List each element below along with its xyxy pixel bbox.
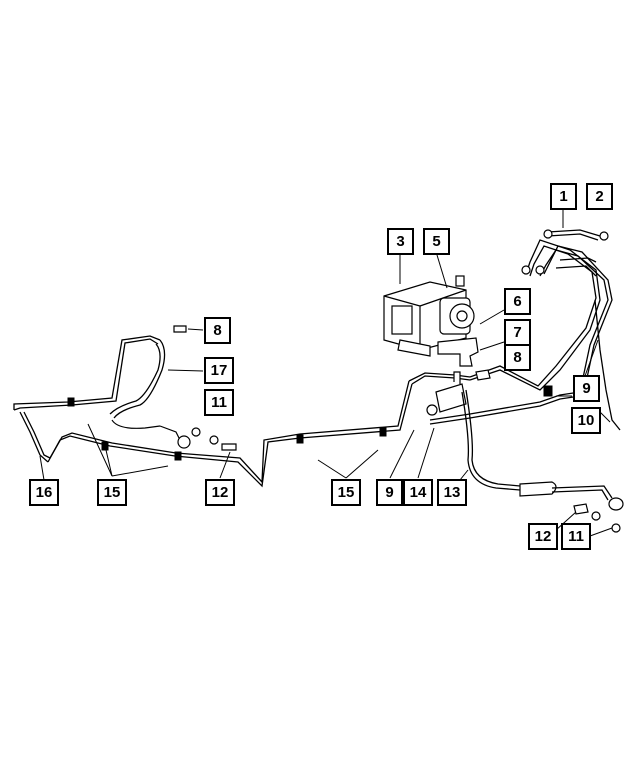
clip-5 [379,427,387,437]
svg-text:9: 9 [385,484,393,501]
tube-clips [67,397,387,461]
tube-clip-right [543,385,553,397]
bolt-8-right [475,369,491,381]
svg-text:12: 12 [535,528,552,545]
svg-text:9: 9 [582,380,590,397]
svg-text:15: 15 [338,484,355,501]
callout-10: 10 [571,407,601,434]
right-hardware [573,503,621,533]
svg-text:15: 15 [104,484,121,501]
washer-11b [209,435,219,445]
bolt-12-right [573,503,589,515]
callout-11-right: 11 [561,523,591,550]
callout-9-center: 9 [376,479,403,506]
svg-text:11: 11 [211,394,227,411]
callout-11-left: 11 [204,389,234,416]
callout-12-left: 12 [205,479,235,506]
callout-8-right: 8 [504,344,531,371]
washer-11-right-b [611,523,621,533]
clip-2 [101,441,109,451]
svg-text:16: 16 [36,484,53,501]
svg-text:1: 1 [559,188,567,205]
svg-text:5: 5 [432,233,440,250]
callout-12-right: 12 [528,523,558,550]
svg-text:3: 3 [396,233,404,250]
svg-text:6: 6 [513,293,521,310]
master-cylinder-fittings [521,229,609,397]
callout-17: 17 [204,357,234,384]
callout-14: 14 [403,479,433,506]
svg-text:2: 2 [595,188,603,205]
svg-text:7: 7 [513,324,521,341]
svg-text:17: 17 [211,362,228,379]
svg-text:11: 11 [568,528,584,545]
svg-text:14: 14 [410,484,427,501]
callout-2: 2 [586,183,613,210]
callout-5: 5 [423,228,450,255]
callout-9-right: 9 [573,375,600,402]
callout-15-center: 15 [331,479,361,506]
abs-hcu-module [383,275,475,357]
flex-hose-rear [461,389,624,511]
svg-text:8: 8 [213,322,221,339]
clip-4 [296,434,304,444]
flex-hose-left [109,339,191,449]
callout-3: 3 [387,228,414,255]
left-hardware [173,325,237,451]
clip-1 [67,397,75,407]
left-brake-tube [13,335,471,488]
svg-text:12: 12 [212,484,229,501]
leader-lines [39,209,613,537]
svg-text:13: 13 [444,484,461,501]
callout-1: 1 [550,183,577,210]
callout-15-left: 15 [97,479,127,506]
callout-6: 6 [504,288,531,315]
module-bracket [437,337,491,381]
callout-8-left: 8 [204,317,231,344]
washer-11 [191,427,201,437]
svg-text:10: 10 [578,412,595,429]
washer-11-right-a [591,511,601,521]
callout-16: 16 [29,479,59,506]
svg-text:8: 8 [513,349,521,366]
bolt-12 [221,443,237,451]
callout-7: 7 [504,319,531,346]
callout-13: 13 [437,479,467,506]
bolt-8 [173,325,187,333]
clip-3 [174,451,182,461]
junction-block [426,371,467,416]
